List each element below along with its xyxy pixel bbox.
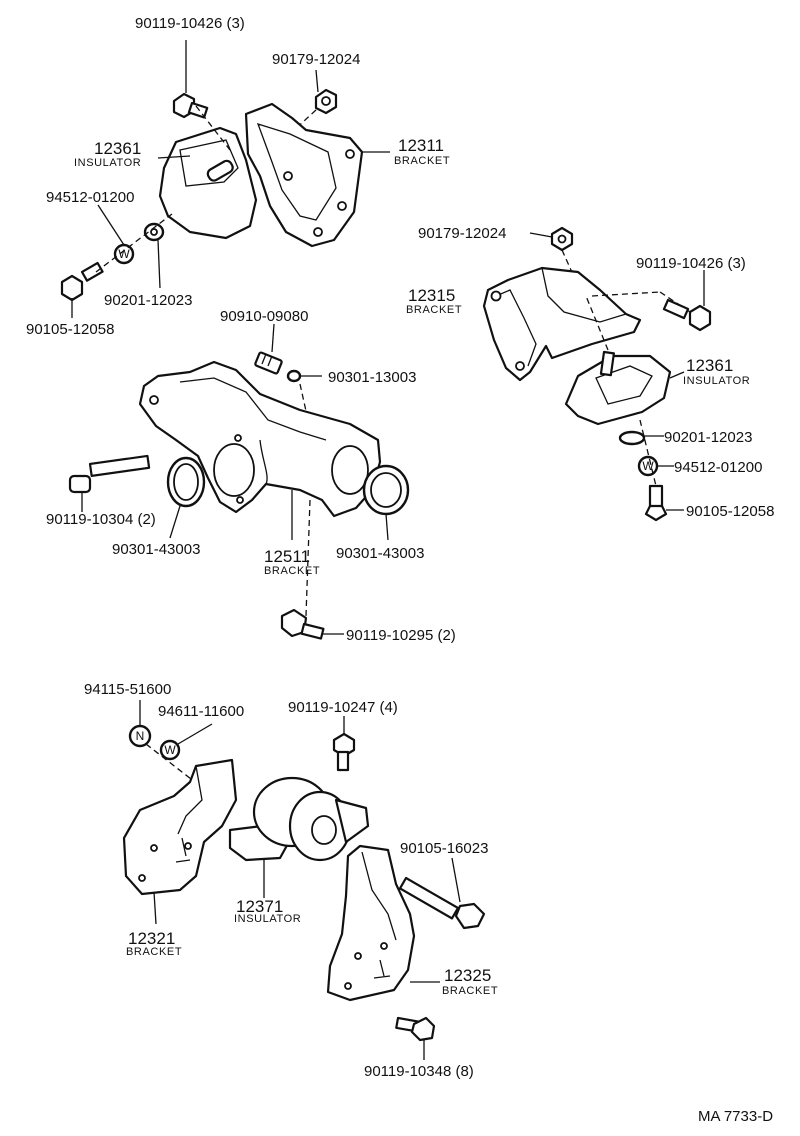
bolt-bottom-icon	[395, 1016, 436, 1042]
label-washer-top: 94512-01200	[46, 189, 134, 206]
label-bracket-br-name: BRACKET	[442, 985, 498, 997]
label-bracket-right-name: BRACKET	[406, 304, 462, 316]
svg-text:N: N	[136, 729, 145, 743]
right-mount-assembly: W 90179-12024 90119-10426 (3) 12315 BRAC…	[406, 225, 774, 522]
nut-bottom-icon: N	[128, 724, 152, 748]
washer-top-icon: W	[113, 243, 135, 265]
drawing-code: MA 7733-D	[698, 1108, 773, 1125]
gasket-small-icon	[286, 369, 302, 383]
label-bolt-top: 90119-10426 (3)	[135, 15, 245, 32]
label-spacer-top: 90201-12023	[104, 292, 192, 309]
label-bolt-top-lower: 90105-12058	[26, 321, 114, 338]
label-nut-top: 90179-12024	[272, 51, 360, 68]
nut-top-icon	[314, 88, 338, 115]
bracket-12325	[326, 844, 416, 1002]
label-insulator-bottom-name: INSULATOR	[234, 913, 301, 925]
bolt-mid-lower-icon	[280, 608, 325, 640]
label-insulator-bottom-num: 12371	[236, 897, 283, 916]
label-bracket-br-num: 12325	[444, 966, 491, 985]
label-nut-right: 90179-12024	[418, 225, 506, 242]
label-bracket-mid-name: BRACKET	[264, 565, 320, 577]
bolt-bottom-right-icon	[398, 876, 486, 930]
label-bracket-mid-num: 12511	[264, 547, 310, 566]
bolt-right-icon	[662, 298, 712, 332]
label-bracket-top-name: BRACKET	[394, 155, 450, 167]
spacer-right-icon	[618, 430, 646, 446]
label-spacer-right: 90201-12023	[664, 429, 752, 446]
label-bolt-right: 90119-10426 (3)	[636, 255, 746, 272]
label-bracket-right-num: 12315	[408, 286, 455, 305]
insulator-12361-right	[564, 354, 672, 426]
svg-text:W: W	[118, 247, 130, 261]
bracket-12511	[138, 360, 382, 518]
label-bracket-bl-num: 12321	[128, 929, 175, 948]
label-insulator-right-name: INSULATOR	[683, 375, 750, 387]
label-bolt-mid: 90119-10304 (2)	[46, 511, 156, 528]
ring-right-icon	[362, 464, 410, 516]
svg-text:W: W	[164, 743, 176, 757]
washer-bottom-icon: W	[159, 739, 181, 761]
bolt-top-lower-icon	[60, 261, 104, 302]
label-washer-bottom: 94611-11600	[158, 703, 244, 720]
label-bracket-top-num: 12311	[398, 136, 444, 155]
label-bolt-bottom: 90119-10348 (8)	[364, 1063, 474, 1080]
washer-right-icon: W	[637, 455, 659, 477]
label-insulator-top-name: INSULATOR	[74, 157, 141, 169]
label-plug-mid: 90910-09080	[220, 308, 308, 325]
label-gasket-small: 90301-13003	[328, 369, 416, 386]
label-washer-right: 94512-01200	[674, 459, 762, 476]
ring-left-icon	[166, 456, 206, 508]
nut-right-icon	[550, 226, 574, 252]
bottom-mount-assembly: N W	[84, 681, 498, 1080]
middle-bracket-assembly: 90910-09080 90301-13003 90119-10304 (2) …	[46, 308, 456, 644]
label-bolt-bottom-top: 90119-10247 (4)	[288, 699, 398, 716]
bracket-12315	[482, 266, 642, 382]
label-bolt-mid-lower: 90119-10295 (2)	[346, 627, 456, 644]
label-bolt-right-lower: 90105-12058	[686, 503, 774, 520]
label-nut-bottom: 94115-51600	[84, 681, 171, 698]
label-insulator-top-num: 12361	[94, 139, 141, 158]
label-bolt-bottom-right: 90105-16023	[400, 840, 488, 857]
bracket-12321	[122, 758, 238, 896]
label-ring-right: 90301-43003	[336, 545, 424, 562]
bracket-12311	[244, 102, 364, 248]
spacer-top-icon	[143, 222, 165, 242]
label-insulator-right-num: 12361	[686, 356, 733, 375]
bolt-right-lower-icon	[644, 484, 668, 522]
plug-mid-icon	[254, 351, 283, 375]
bolt-mid-icon	[68, 454, 151, 494]
top-left-mount-assembly: W 90119-10426 (3) 90179-12024 12361 INSU…	[26, 15, 450, 338]
bolt-bottom-top-icon	[332, 732, 356, 772]
label-bracket-bl-name: BRACKET	[126, 946, 182, 958]
insulator-12371	[228, 776, 370, 862]
label-ring-left: 90301-43003	[112, 541, 200, 558]
